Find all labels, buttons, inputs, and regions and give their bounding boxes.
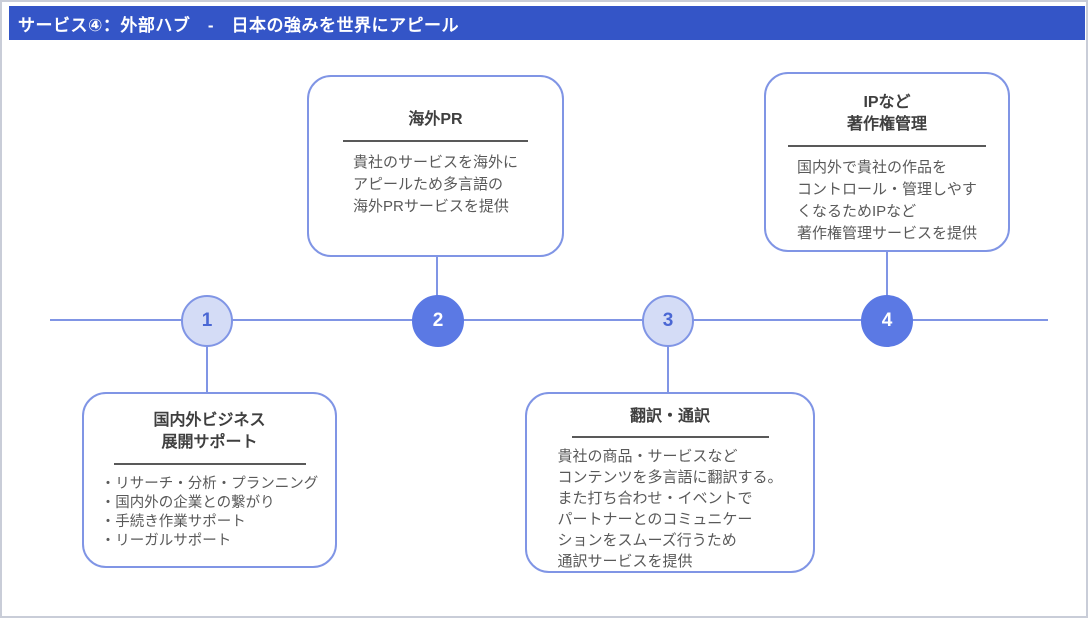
connector-box4-node4 xyxy=(886,251,888,296)
box-body-line: ・リサーチ・分析・プランニング xyxy=(100,476,319,492)
box-title: 海外PR xyxy=(309,109,562,131)
timeline-node-3: 3 xyxy=(642,295,694,347)
box-title: IPなど 著作権管理 xyxy=(766,92,1008,136)
box-title-line: 著作権管理 xyxy=(846,116,927,133)
node-number: 2 xyxy=(432,310,444,331)
box-title-line: 海外PR xyxy=(408,111,463,128)
box-divider xyxy=(788,145,986,147)
box-title-line: 翻訳・通訳 xyxy=(629,408,710,425)
box-body-line: 貴社のサービスを海外に xyxy=(352,154,518,171)
box-body: 貴社の商品・サービスなど コンテンツを多言語に翻訳する。 また打ち合わせ・イベン… xyxy=(557,446,782,572)
box-title-line: IPなど xyxy=(863,94,911,111)
box-body-line: 海外PRサービスを提供 xyxy=(352,198,509,215)
box-body: 国内外で貴社の作品を コントロール・管理しやす くなるためIPなど 著作権管理サ… xyxy=(797,157,977,245)
timeline-line xyxy=(50,319,1048,321)
box-body: 貴社のサービスを海外に アピールため多言語の 海外PRサービスを提供 xyxy=(353,152,518,218)
box-title-line: 展開サポート xyxy=(161,434,258,451)
timeline-node-2: 2 xyxy=(412,295,464,347)
box-body-line: アピールため多言語の xyxy=(352,176,503,193)
connector-box2-node2 xyxy=(436,256,438,296)
box-body-line: ・リーガルサポート xyxy=(100,533,232,549)
box-title: 国内外ビジネス 展開サポート xyxy=(84,410,335,454)
node-number: 4 xyxy=(881,310,893,331)
box-body-line: 貴社の商品・サービスなど xyxy=(557,448,738,465)
connector-node3-box3 xyxy=(667,346,669,392)
callout-box-3-translation: 翻訳・通訳 貴社の商品・サービスなど コンテンツを多言語に翻訳する。 また打ち合… xyxy=(525,392,815,573)
box-body-line: 通訳サービスを提供 xyxy=(557,553,693,570)
timeline-node-1: 1 xyxy=(181,295,233,347)
box-body-line: パートナーとのコミュニケー xyxy=(557,511,753,528)
callout-box-4-ip-copyright: IPなど 著作権管理 国内外で貴社の作品を コントロール・管理しやす くなるため… xyxy=(764,72,1010,252)
box-body-line: 国内外で貴社の作品を xyxy=(796,159,947,176)
box-body-line: くなるためIPなど xyxy=(796,203,917,220)
header-bar: サービス④：外部ハブ - 日本の強みを世界にアピール xyxy=(9,6,1085,40)
box-title-line: 国内外ビジネス xyxy=(153,412,266,429)
box-divider xyxy=(571,436,769,438)
box-body-line: ・手続き作業サポート xyxy=(100,514,246,530)
connector-node1-box1 xyxy=(206,346,208,392)
box-title: 翻訳・通訳 xyxy=(527,406,813,428)
box-body-line: ・国内外の企業との繋がり xyxy=(100,495,275,511)
box-body-line: 著作権管理サービスを提供 xyxy=(796,225,977,242)
box-divider xyxy=(113,463,306,465)
timeline-node-4: 4 xyxy=(861,295,913,347)
callout-box-1-business-support: 国内外ビジネス 展開サポート ・リサーチ・分析・プランニング ・国内外の企業との… xyxy=(82,392,337,568)
box-body-line: コントロール・管理しやす xyxy=(796,181,977,198)
callout-box-2-overseas-pr: 海外PR 貴社のサービスを海外に アピールため多言語の 海外PRサービスを提供 xyxy=(307,75,564,257)
box-body-line: ションをスムーズ行うため xyxy=(557,532,737,549)
node-number: 1 xyxy=(201,310,213,331)
box-body-line: コンテンツを多言語に翻訳する。 xyxy=(557,469,783,486)
node-number: 3 xyxy=(662,310,674,331)
box-body-line: また打ち合わせ・イベントで xyxy=(557,490,753,507)
page-title: サービス④：外部ハブ - 日本の強みを世界にアピール xyxy=(18,15,460,35)
box-divider xyxy=(343,140,528,142)
box-body: ・リサーチ・分析・プランニング ・国内外の企業との繋がり ・手続き作業サポート … xyxy=(101,475,319,551)
